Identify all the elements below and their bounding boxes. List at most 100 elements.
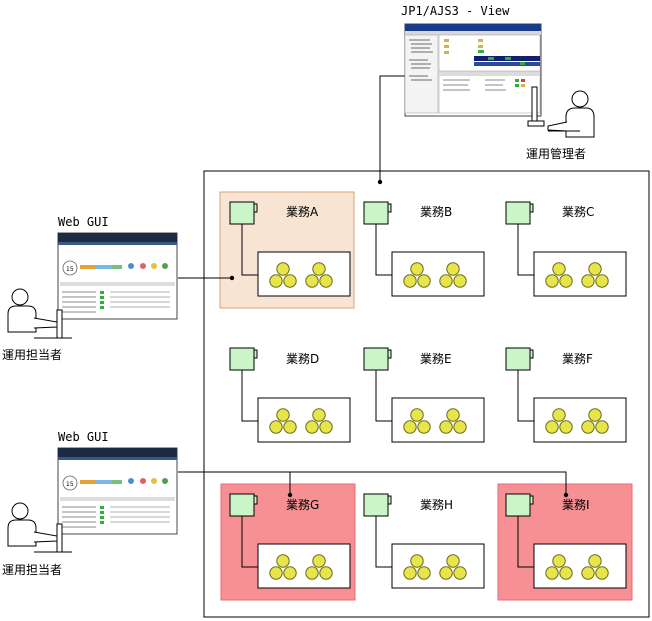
job-f-node-2 [545, 420, 559, 434]
job-a-node-3 [283, 274, 297, 288]
job-i-node-3 [559, 566, 573, 580]
job-g-node-4 [312, 554, 326, 568]
job-d-node-1 [276, 408, 290, 422]
job-f-folder-tab [529, 349, 534, 359]
admin-person-icon [527, 86, 595, 138]
job-g-node-6 [319, 566, 333, 580]
job-d-net-box [257, 397, 351, 443]
job-label-c: 業務C [562, 205, 595, 219]
viewer-label: JP1/AJS3 - View [401, 4, 510, 18]
job-e-net-box [391, 397, 485, 443]
job-e-node-4 [446, 408, 460, 422]
job-a-node-6 [319, 274, 333, 288]
job-d-connector [241, 370, 258, 422]
job-label-a: 業務A [286, 205, 319, 219]
job-e-connector [375, 370, 392, 422]
job-e-node-5 [439, 420, 453, 434]
job-d-node-3 [283, 420, 297, 434]
job-d-node-6 [319, 420, 333, 434]
job-e-node-1 [410, 408, 424, 422]
job-a-node-4 [312, 262, 326, 276]
job-b-node-1 [410, 262, 424, 276]
job-c-connector [517, 224, 534, 276]
job-b-connector [375, 224, 392, 276]
job-f-node-5 [581, 420, 595, 434]
job-c-folder-icon [505, 201, 531, 225]
job-units [229, 201, 627, 589]
svg-text:15: 15 [66, 266, 74, 273]
job-h-node-4 [446, 554, 460, 568]
webgui1-connection-dot [229, 275, 235, 281]
job-e-folder-icon [363, 347, 389, 371]
job-e-folder-tab [387, 349, 392, 359]
webgui-label-2: Web GUI [58, 430, 109, 444]
job-b-node-5 [439, 274, 453, 288]
job-a-connector [241, 224, 258, 276]
job-e-node-3 [417, 420, 431, 434]
job-f-node-6 [595, 420, 609, 434]
job-i-node-6 [595, 566, 609, 580]
job-label-d: 業務D [286, 352, 320, 366]
job-f-node-4 [588, 408, 602, 422]
job-a-node-5 [305, 274, 319, 288]
viewer-screenshot [404, 23, 542, 117]
admin-user-label: 運用管理者 [526, 147, 587, 161]
job-i-connector [517, 516, 534, 568]
job-c-node-4 [588, 262, 602, 276]
job-a-net-box [257, 251, 351, 297]
job-h-node-6 [453, 566, 467, 580]
job-a-node-1 [276, 262, 290, 276]
job-c-node-3 [559, 274, 573, 288]
job-i-folder-tab [529, 495, 534, 505]
job-g-folder-tab [253, 495, 258, 505]
job-b-node-2 [403, 274, 417, 288]
job-h-node-3 [417, 566, 431, 580]
job-a-node-2 [269, 274, 283, 288]
webgui2-connection-line [178, 471, 567, 495]
job-c-node-6 [595, 274, 609, 288]
webgui2-connection-dot-i [563, 492, 569, 498]
job-e-node-6 [453, 420, 467, 434]
job-c-node-1 [552, 262, 566, 276]
job-d-node-2 [269, 420, 283, 434]
job-b-node-4 [446, 262, 460, 276]
operator-person-icon-1 [7, 288, 72, 339]
webgui2-connection-dot-g [287, 492, 293, 498]
job-a-folder-tab [253, 203, 258, 213]
webgui-screenshot-1: 15 [57, 232, 178, 320]
job-label-i: 業務I [562, 498, 590, 512]
job-label-f: 業務F [562, 352, 593, 366]
job-b-folder-tab [387, 203, 392, 213]
job-f-node-1 [552, 408, 566, 422]
job-g-node-2 [269, 566, 283, 580]
viewer-connection-dot [377, 179, 383, 185]
job-label-b: 業務B [420, 205, 453, 219]
job-d-folder-tab [253, 349, 258, 359]
job-e-node-2 [403, 420, 417, 434]
job-f-folder-icon [505, 347, 531, 371]
job-h-node-1 [410, 554, 424, 568]
job-label-g: 業務G [286, 498, 320, 512]
job-a-folder-icon [229, 201, 255, 225]
job-i-node-1 [552, 554, 566, 568]
job-g-connector [241, 516, 258, 568]
job-c-folder-tab [529, 203, 534, 213]
job-g-node-1 [276, 554, 290, 568]
job-h-connector [375, 516, 392, 568]
webgui-screenshot-2: 15 [57, 447, 178, 535]
job-h-folder-icon [363, 493, 389, 517]
job-g-node-3 [283, 566, 297, 580]
job-d-node-4 [312, 408, 326, 422]
job-i-node-5 [581, 566, 595, 580]
job-h-node-5 [439, 566, 453, 580]
job-b-net-box [391, 251, 485, 297]
job-f-node-3 [559, 420, 573, 434]
webgui-label-1: Web GUI [58, 215, 109, 229]
job-h-net-box [391, 543, 485, 589]
job-g-net-box [257, 543, 351, 589]
job-environment-frame [203, 170, 650, 618]
job-f-connector [517, 370, 534, 422]
job-g-node-5 [305, 566, 319, 580]
svg-text:15: 15 [66, 481, 74, 488]
